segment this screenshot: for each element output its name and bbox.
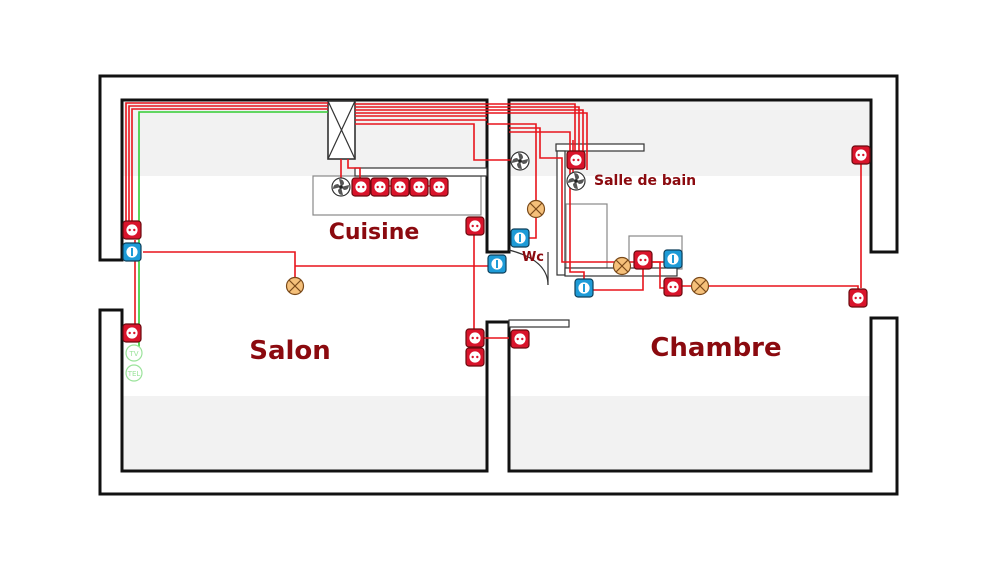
room-labels: Salon Cuisine Chambre Wc Salle de bain: [249, 173, 781, 366]
switch-icon: [510, 228, 530, 248]
ceiling-light-icon: [285, 276, 305, 296]
switch-icon: [122, 242, 142, 262]
socket-icon: [851, 145, 871, 165]
label-chambre: Chambre: [650, 333, 781, 363]
socket-icon: [566, 150, 586, 170]
socket-icon: [122, 220, 142, 240]
socket-icon: [465, 347, 485, 367]
ceiling-light-icon: [612, 256, 632, 276]
partition-bath-wall: [556, 150, 566, 276]
power-wiring: [125, 102, 862, 356]
switch-icon: [574, 278, 594, 298]
signal-wiring: [138, 111, 328, 348]
switch-icon: [487, 254, 507, 274]
phone-outlet-icon: [125, 364, 143, 382]
tv-outlet-icon: [125, 344, 143, 362]
extractor-fan-icon: [510, 151, 530, 171]
socket-icon: [351, 177, 371, 197]
label-salle-de-bain: Salle de bain: [594, 173, 696, 189]
bathtub: [565, 203, 608, 269]
tv-outlet-label: TV: [128, 350, 138, 358]
partition-chambre-stub: [508, 319, 570, 328]
socket-icon: [409, 177, 429, 197]
label-salon: Salon: [249, 336, 331, 366]
chambre-floor-band-bottom: [509, 396, 871, 471]
socket-icon: [663, 277, 683, 297]
socket-icon: [390, 177, 410, 197]
socket-icon: [465, 216, 485, 236]
label-wc: Wc: [522, 250, 544, 265]
socket-icon: [122, 323, 142, 343]
tel-outlet-label: TEL: [127, 370, 141, 378]
socket-icon: [465, 328, 485, 348]
exterior-walls: [98, 74, 899, 496]
socket-icon: [510, 329, 530, 349]
socket-icon: [429, 177, 449, 197]
socket-icon: [633, 250, 653, 270]
extractor-fan-icon: [566, 171, 586, 191]
label-cuisine: Cuisine: [329, 220, 420, 245]
tv-tel-outlets: TV TEL: [125, 344, 143, 382]
switch-icon: [663, 249, 683, 269]
socket-icon: [848, 288, 868, 308]
ceiling-light-icon: [526, 199, 546, 219]
salon-floor-band-bottom: [122, 396, 487, 471]
partition-bath-top: [555, 143, 645, 152]
partition-cuisine: [354, 167, 488, 177]
ceiling-light-icon: [690, 276, 710, 296]
socket-icon: [370, 177, 390, 197]
extractor-fan-icon: [331, 177, 351, 197]
